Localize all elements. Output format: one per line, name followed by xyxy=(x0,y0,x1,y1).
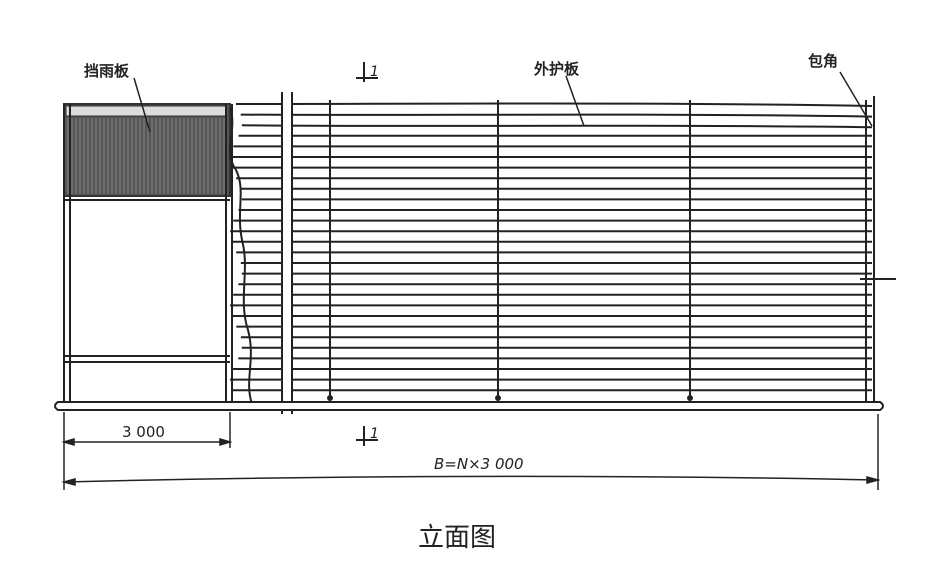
bay-dimension-label: 3 000 xyxy=(122,423,165,441)
cladding-line xyxy=(238,356,873,360)
cladding-line xyxy=(230,377,873,381)
cladding-line xyxy=(241,124,873,129)
outer-panel-label: 外护板 xyxy=(534,60,580,78)
section-top-label: 1 xyxy=(370,64,379,80)
cladding-line xyxy=(231,315,873,319)
dimension-lines xyxy=(61,412,881,490)
cladding-line xyxy=(238,282,873,286)
cladding-line xyxy=(231,240,873,243)
left-frame xyxy=(63,104,233,404)
outer-panel-cladding xyxy=(230,102,873,392)
corner-wrap-label: 包角 xyxy=(808,52,839,70)
cladding-line xyxy=(240,187,873,191)
rain-shield-hatching xyxy=(67,118,225,194)
cladding-break-line xyxy=(229,107,253,405)
cladding-line xyxy=(233,145,873,148)
cladding-line xyxy=(241,346,873,349)
cladding-line xyxy=(236,176,873,180)
cladding-line xyxy=(231,388,873,392)
section-mark-bottom xyxy=(356,426,378,446)
leader-lines xyxy=(133,71,873,133)
cladding-line xyxy=(230,155,873,159)
base-sill xyxy=(54,401,884,411)
cladding-line xyxy=(230,229,873,233)
cladding-line xyxy=(236,325,873,329)
rain-shield-panel xyxy=(63,103,231,197)
cladding-line xyxy=(235,102,873,107)
break-section xyxy=(281,92,293,414)
rain-shield-top-band xyxy=(65,105,227,117)
cladding-line xyxy=(238,208,873,212)
cladding-line xyxy=(240,113,873,118)
cladding-line xyxy=(233,366,873,370)
drawing-caption: 立面图 xyxy=(418,523,497,553)
rain-shield-label: 挡雨板 xyxy=(84,62,130,80)
cladding-line xyxy=(241,271,873,275)
cladding-line xyxy=(230,304,873,308)
cladding-line xyxy=(236,250,873,254)
section-bottom-label: 1 xyxy=(370,426,379,442)
cladding-line xyxy=(240,261,873,264)
total-dimension-label: B=N×3 000 xyxy=(434,455,524,473)
section-mark-top xyxy=(356,62,378,82)
post-feet xyxy=(327,395,693,401)
cladding-line xyxy=(238,134,873,138)
vertical-posts xyxy=(329,96,875,402)
cladding-line xyxy=(233,293,873,297)
cladding-line xyxy=(233,219,873,223)
cladding-line xyxy=(231,166,873,170)
